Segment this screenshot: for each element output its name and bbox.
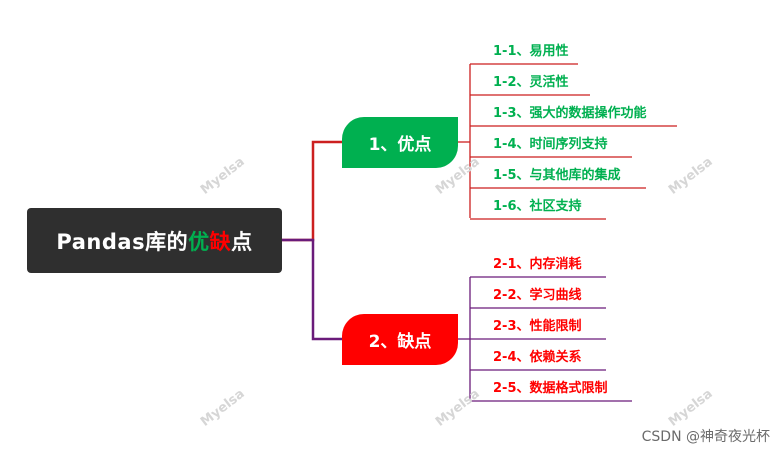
leaf-2-3[interactable]: 2-3、性能限制	[493, 319, 582, 334]
leaf-1-2[interactable]: 1-2、灵活性	[493, 75, 569, 90]
root-topic[interactable]: Pandas库的优缺点	[27, 208, 282, 273]
branch-label: 1、优点	[368, 135, 432, 155]
leaf-2-1[interactable]: 2-1、内存消耗	[493, 257, 582, 272]
leaf-1-4[interactable]: 1-4、时间序列支持	[493, 137, 608, 152]
root-word-good: 优	[188, 229, 210, 254]
root-prefix: Pandas库的	[56, 229, 189, 254]
branch-advantages[interactable]: 1、优点	[342, 117, 458, 168]
leaf-1-5[interactable]: 1-5、与其他库的集成	[493, 168, 621, 183]
leaf-2-2[interactable]: 2-2、学习曲线	[493, 288, 582, 303]
root-suffix: 点	[231, 229, 253, 254]
leaf-2-4[interactable]: 2-4、依赖关系	[493, 350, 582, 365]
branch-label: 2、缺点	[368, 332, 432, 352]
leaf-1-6[interactable]: 1-6、社区支持	[493, 199, 582, 214]
root-word-bad: 缺	[209, 229, 232, 254]
leaf-2-5[interactable]: 2-5、数据格式限制	[493, 381, 608, 396]
connector-root-branch	[282, 238, 342, 341]
leaf-1-3[interactable]: 1-3、强大的数据操作功能	[493, 106, 647, 121]
credit-text: CSDN @神奇夜光杯	[641, 429, 770, 445]
connector-root-branch	[282, 140, 342, 242]
leaf-1-1[interactable]: 1-1、易用性	[493, 44, 569, 59]
branch-disadvantages[interactable]: 2、缺点	[342, 314, 458, 365]
